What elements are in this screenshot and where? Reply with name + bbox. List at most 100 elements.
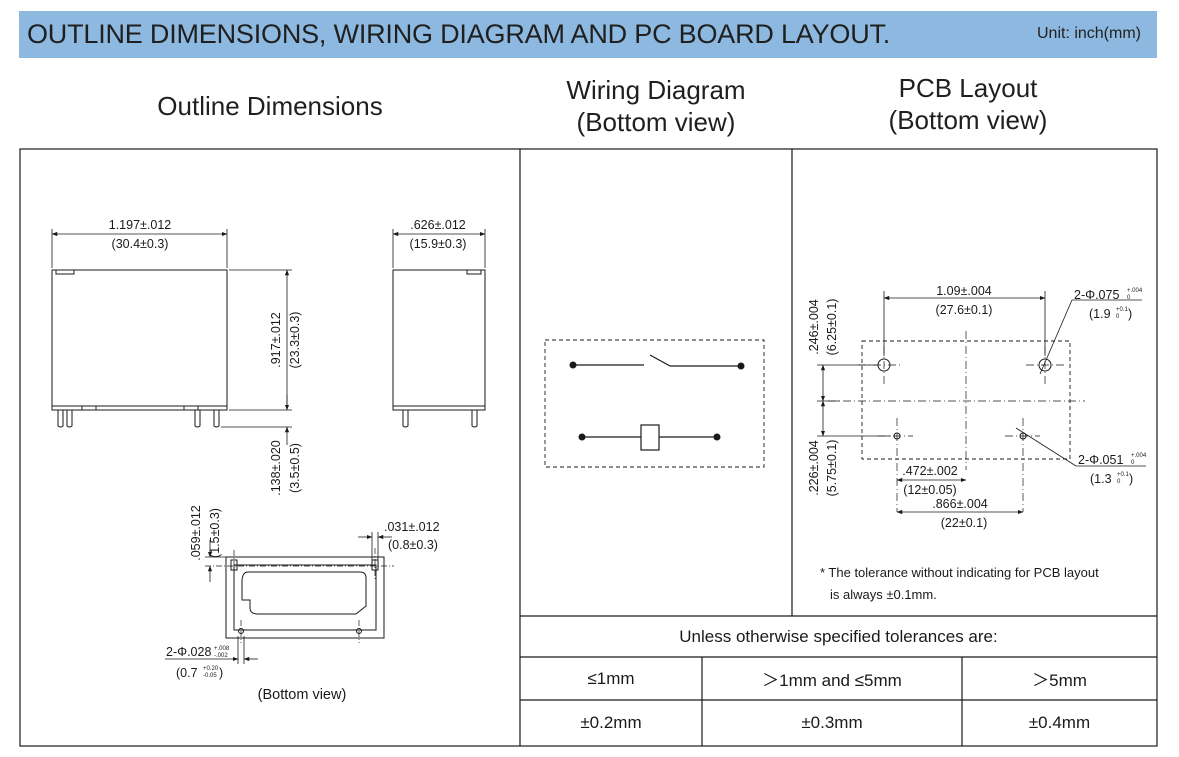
hole-in-tol-up: +.008 bbox=[214, 646, 230, 652]
pcb-center-lines bbox=[828, 331, 1085, 512]
bottom-inner bbox=[233, 564, 377, 631]
side-view bbox=[392, 269, 486, 428]
frame bbox=[19, 148, 1158, 747]
pitch-in-text: 1.09±.004 bbox=[936, 284, 992, 298]
hole-small-in-tol-dn: 0 bbox=[1131, 460, 1135, 466]
hole-big-mm-close: ) bbox=[1128, 307, 1132, 321]
pcb-dims bbox=[817, 291, 1146, 515]
wiring-title-line-2: (Bottom view) bbox=[576, 107, 736, 137]
pcb-title-line-1: PCB Layout bbox=[898, 73, 1038, 103]
header-bar: OUTLINE DIMENSIONS, WIRING DIAGRAM AND P… bbox=[19, 11, 1157, 58]
depth-in-text: .626±.012 bbox=[410, 218, 466, 232]
bottom-view bbox=[225, 556, 385, 639]
tolerance-value-1: ±0.2mm bbox=[580, 713, 642, 732]
terminal-dot bbox=[713, 433, 721, 441]
width-mm-text: (30.4±0.3) bbox=[112, 237, 169, 251]
depth-mm-text: (15.9±0.3) bbox=[410, 237, 467, 251]
unit-label: Unit: inch(mm) bbox=[1036, 25, 1141, 42]
wiring-outline bbox=[544, 339, 765, 468]
top-offset-mm-text: (6.25±0.1) bbox=[825, 299, 839, 356]
front-pin-1 bbox=[57, 410, 64, 428]
hole-big-in-tol-up: +.004 bbox=[1127, 288, 1143, 294]
hole-big-in-text: 2-Φ.075 bbox=[1074, 288, 1119, 302]
front-foot-2 bbox=[183, 405, 199, 411]
front-pin-3 bbox=[194, 410, 201, 428]
bottom-recess bbox=[241, 571, 367, 615]
hole-in-text: 2-Φ.028 bbox=[166, 645, 211, 659]
side-pin-1 bbox=[402, 410, 409, 428]
hole-big-in-tol-dn: 0 bbox=[1127, 295, 1131, 301]
hole-small-mm-tol-up: +0.1 bbox=[1117, 472, 1130, 478]
front-top-tab bbox=[55, 269, 75, 275]
front-dims bbox=[51, 229, 292, 445]
hole-big-mm-text: (1.9 bbox=[1089, 307, 1111, 321]
pcb-layout bbox=[828, 331, 1085, 512]
front-pin-2 bbox=[66, 410, 73, 428]
outer-frame bbox=[19, 148, 1158, 747]
width-in-text: 1.197±.012 bbox=[109, 218, 172, 232]
pitch-mm-text: (27.6±0.1) bbox=[936, 303, 993, 317]
inner-span-mm-text: (12±0.05) bbox=[903, 483, 956, 497]
coil-box bbox=[640, 424, 660, 451]
pcb-hole-small-2 bbox=[1019, 432, 1027, 440]
hole-small-mm-text: (1.3 bbox=[1090, 472, 1112, 486]
hole-mm-tol-dn: -0.05 bbox=[203, 673, 217, 679]
outer-span-mm-text: (22±0.1) bbox=[941, 516, 987, 530]
pin-len-in-text: .138±.020 bbox=[269, 440, 283, 496]
tolerance-header-3: ＞5mm bbox=[1032, 671, 1087, 690]
inner-span-in-text: .472±.002 bbox=[902, 464, 958, 478]
front-body bbox=[51, 269, 228, 407]
tolerance-value-2: ±0.3mm bbox=[801, 713, 863, 732]
pinw-in-text: .031±.012 bbox=[384, 520, 440, 534]
terminal-dot bbox=[578, 433, 586, 441]
side-body bbox=[392, 269, 486, 407]
front-view bbox=[51, 269, 228, 428]
bottom-outer bbox=[225, 556, 385, 639]
tolerance-header-1: ≤1mm bbox=[587, 668, 635, 688]
side-top-tab bbox=[466, 269, 482, 275]
bottom-view-label: (Bottom view) bbox=[258, 687, 347, 703]
pin-len-mm-text: (3.5±0.5) bbox=[288, 443, 302, 493]
pcb-tolerance-note: * The tolerance without indicating for P… bbox=[820, 562, 1099, 606]
bot-offset-in-text: .226±.004 bbox=[807, 440, 821, 496]
side-base bbox=[392, 406, 486, 411]
wiring-diagram-title: Wiring Diagram (Bottom view) bbox=[520, 74, 792, 138]
edge-in-text: .059±.012 bbox=[189, 505, 203, 561]
page-title: OUTLINE DIMENSIONS, WIRING DIAGRAM AND P… bbox=[27, 19, 891, 49]
terminal-dot bbox=[737, 362, 745, 370]
bot-offset-mm-text: (5.75±0.1) bbox=[825, 440, 839, 497]
tolerance-caption: Unless otherwise specified tolerances ar… bbox=[679, 626, 998, 646]
front-pin-4 bbox=[213, 410, 220, 428]
side-pin-2 bbox=[471, 410, 478, 428]
pcb-hole-big-2 bbox=[1038, 358, 1052, 372]
pcb-layout-title: PCB Layout (Bottom view) bbox=[792, 72, 1144, 136]
wiring-diagram bbox=[544, 339, 765, 468]
pcb-hole-small-1 bbox=[893, 432, 901, 440]
front-base bbox=[51, 406, 228, 411]
wiring-terminals bbox=[569, 361, 745, 441]
hole-mm-close: ) bbox=[219, 666, 223, 680]
tolerance-value-3: ±0.4mm bbox=[1028, 713, 1091, 732]
leader-big bbox=[1039, 299, 1073, 375]
wiring-title-line-1: Wiring Diagram bbox=[566, 75, 746, 105]
outer-span-in-text: .866±.004 bbox=[932, 497, 988, 511]
terminal-dot bbox=[569, 361, 577, 369]
height-in-text: .917±.012 bbox=[269, 312, 283, 368]
hole-small-mm-close: ) bbox=[1129, 472, 1133, 486]
front-foot-1 bbox=[81, 405, 97, 411]
top-offset-in-text: .246±.004 bbox=[807, 299, 821, 355]
hole-small-mm-tol-dn: 0 bbox=[1117, 479, 1121, 485]
hole-mm-text: (0.7 bbox=[176, 666, 198, 680]
note-line-2: is always ±0.1mm. bbox=[830, 587, 937, 602]
outline-dimensions-title: Outline Dimensions bbox=[157, 91, 383, 121]
contact-blade bbox=[649, 354, 671, 367]
edge-mm-text: (1.5±0.3) bbox=[208, 508, 222, 558]
pcb-title-line-2: (Bottom view) bbox=[888, 105, 1048, 135]
pinw-mm-text: (0.8±0.3) bbox=[388, 538, 438, 552]
height-mm-text: (23.3±0.3) bbox=[288, 312, 302, 369]
hole-mm-tol-up: +0.20 bbox=[203, 666, 219, 672]
hole-small-in-text: 2-Φ.051 bbox=[1078, 453, 1123, 467]
tolerance-header-2: ＞1mm and ≤5mm bbox=[762, 671, 902, 690]
leader-small bbox=[1015, 427, 1077, 467]
